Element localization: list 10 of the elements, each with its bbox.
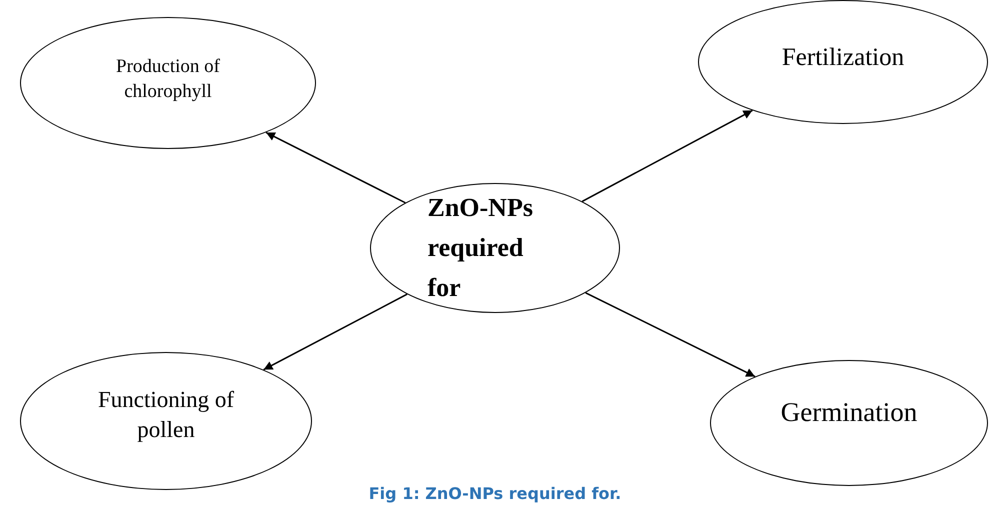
- arrow: [263, 294, 408, 370]
- node-label: Functioning of pollen: [96, 386, 236, 444]
- arrow: [266, 132, 406, 204]
- node-label: ZnO-NPs required for: [428, 192, 534, 304]
- figure-caption: Fig 1: ZnO-NPs required for.: [368, 484, 622, 503]
- node-label: Germination: [780, 396, 918, 430]
- node-label: Fertilization: [780, 42, 906, 73]
- node-label: Production of chlorophyll: [115, 55, 221, 104]
- arrow: [585, 292, 756, 378]
- arrow: [582, 110, 753, 202]
